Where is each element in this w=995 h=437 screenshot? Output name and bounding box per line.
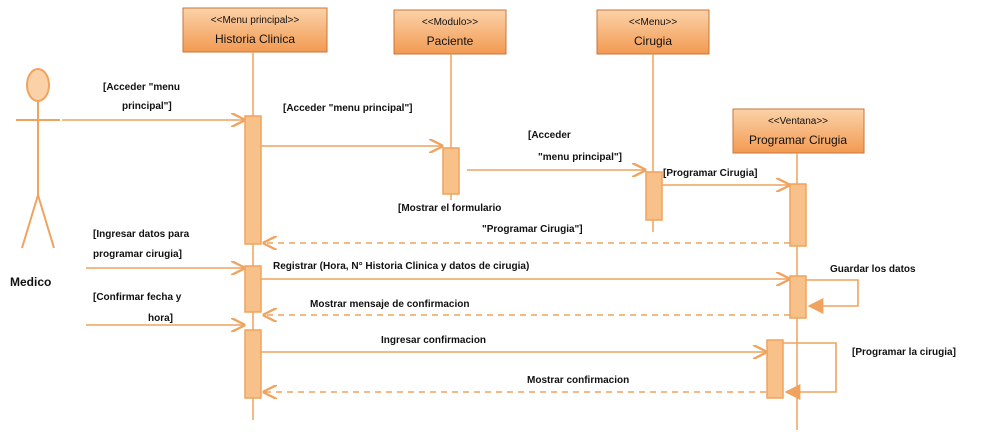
lifeline-name: Paciente — [427, 34, 474, 48]
lifeline-box — [732, 108, 865, 154]
message-label-m5: [Mostrar el formulario"Programar Cirugia… — [398, 203, 583, 235]
actor-medico: Medico — [10, 68, 60, 289]
activation-bar-modulo-paciente — [442, 147, 460, 195]
lifeline-modulo-paciente-head: <<Modulo>> Paciente — [393, 9, 507, 55]
message-label-m3: [Acceder"menu principal"] — [528, 130, 622, 163]
activation-bar-menu-cirugia — [645, 171, 663, 221]
actor-left-leg — [21, 194, 39, 249]
lifeline-name: Cirugia — [634, 34, 672, 48]
activation-bar-menu-principal-1 — [244, 115, 262, 245]
activation-bar-menu-principal-2 — [244, 265, 262, 313]
activation-bar-ventana-1 — [789, 183, 807, 247]
lifeline-stereotype: <<Menu>> — [629, 17, 678, 28]
actor-right-leg — [37, 194, 55, 249]
lifeline-box — [596, 9, 710, 55]
message-label-m9: Mostrar mensaje de confirmacion — [310, 299, 470, 310]
message-arrow-m8-self — [806, 279, 859, 314]
lifeline-name: Historia Clinica — [215, 32, 295, 46]
message-label-m12: [Programar la cirugia] — [852, 347, 956, 358]
message-arrow-m12-self — [783, 342, 837, 400]
message-label-m8: Guardar los datos — [830, 264, 916, 275]
message-label-m11: Ingresar confirmacion — [381, 335, 486, 346]
lifeline-stereotype: <<Modulo>> — [422, 17, 478, 28]
lifeline-box — [182, 7, 328, 53]
activation-bar-ventana-2 — [789, 275, 807, 319]
lifeline-stereotype: <<Menu principal>> — [211, 15, 300, 26]
actor-label: Medico — [10, 275, 51, 289]
activation-bar-menu-principal-3 — [244, 329, 262, 399]
lifeline-box — [393, 9, 507, 55]
lifeline-name: Programar Cirugia — [749, 133, 847, 147]
lifeline-stereotype: <<Ventana>> — [768, 116, 828, 127]
message-label-m13: Mostrar confirmacion — [527, 375, 629, 386]
lifeline-ventana-programar-head: <<Ventana>> Programar Cirugia — [732, 108, 865, 154]
message-label-m4: [Programar Cirugia] — [663, 168, 757, 179]
lifeline-menu-cirugia-head: <<Menu>> Cirugia — [596, 9, 710, 55]
message-label-m2: [Acceder "menu principal"] — [283, 103, 413, 114]
activation-bar-ventana-3 — [766, 339, 784, 399]
actor-head — [26, 68, 50, 102]
message-label-m7: Registrar (Hora, N° Historia Clinica y d… — [273, 261, 529, 272]
lifeline-menu-principal-head: <<Menu principal>> Historia Clinica — [182, 7, 328, 53]
